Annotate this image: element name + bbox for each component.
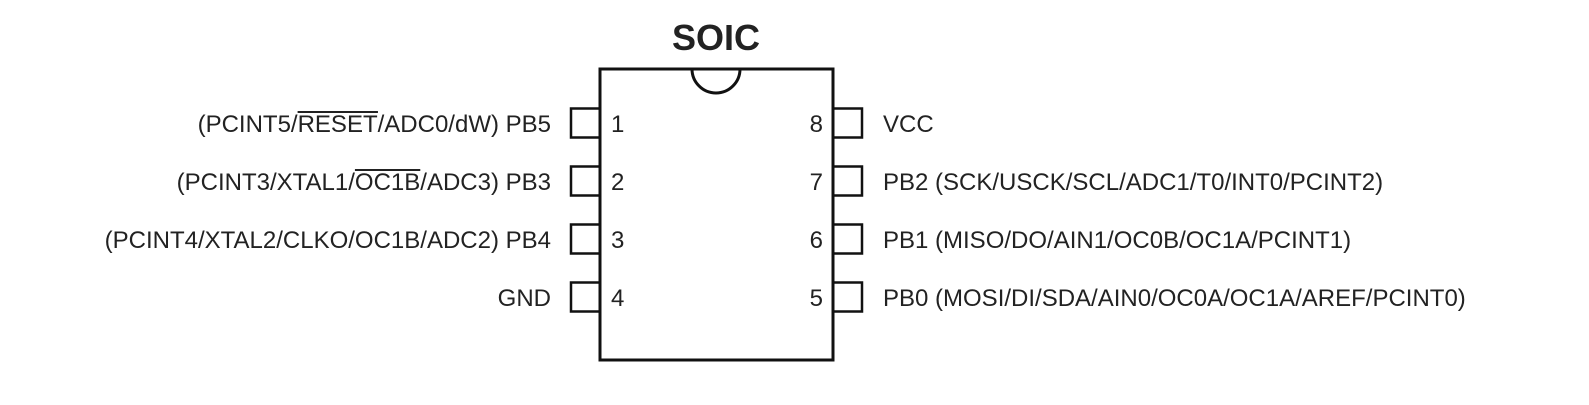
pin-7-lead [831, 165, 864, 197]
pin-4-number: 4 [611, 285, 624, 312]
pin-2-label-part: (PCINT3/XTAL1/ [177, 169, 356, 196]
pin-2-label-part: OC1B [355, 169, 420, 196]
pin-8-label: VCC [883, 111, 934, 138]
pin-2-label: (PCINT3/XTAL1/OC1B/ADC3) PB3 [177, 169, 551, 196]
chip-body [598, 67, 835, 362]
pin-2-number: 2 [611, 169, 624, 196]
pin-6-lead [831, 223, 864, 255]
pin-5-label: PB0 (MOSI/DI/SDA/AIN0/OC0A/OC1A/AREF/PCI… [883, 285, 1466, 312]
pin-3-label-part: (PCINT4/XTAL2/CLKO/OC1B/ADC2) PB4 [105, 227, 551, 254]
pin-6-label: PB1 (MISO/DO/AIN1/OC0B/OC1A/PCINT1) [883, 227, 1351, 254]
pin-1-lead [569, 107, 602, 139]
pin1-notch [690, 68, 742, 95]
pin-7-number: 7 [810, 169, 823, 196]
pin-5-number: 5 [810, 285, 823, 312]
pin-2-label-part: /ADC3) PB3 [420, 169, 551, 196]
pin-1-label: (PCINT5/RESET/ADC0/dW) PB5 [198, 111, 551, 138]
pin-5-label-part: PB0 (MOSI/DI/SDA/AIN0/OC0A/OC1A/AREF/PCI… [883, 285, 1466, 312]
pin-8-label-part: VCC [883, 111, 934, 138]
right-pin-group: 8 VCC 7 PB2 (SCK/USCK/SCL/ADC1/T0/INT0/PCIN… [810, 107, 1466, 313]
pin-7-label: PB2 (SCK/USCK/SCL/ADC1/T0/INT0/PCINT2) [883, 169, 1383, 196]
pin-3-number: 3 [611, 227, 624, 254]
pin-2-lead [569, 165, 602, 197]
pin-1-label-part: RESET [298, 111, 378, 138]
pin-1-label-part: (PCINT5/ [198, 111, 298, 138]
pin-3-label: (PCINT4/XTAL2/CLKO/OC1B/ADC2) PB4 [105, 227, 551, 254]
pin-1-number: 1 [611, 111, 624, 138]
pin-6-number: 6 [810, 227, 823, 254]
pin-6-label-part: PB1 (MISO/DO/AIN1/OC0B/OC1A/PCINT1) [883, 227, 1351, 254]
pin-4-label-part: GND [498, 285, 551, 312]
pin-8-lead [831, 107, 864, 139]
pin-3-lead [569, 223, 602, 255]
left-pin-group: 1 (PCINT5/RESET/ADC0/dW) PB5 2 (PCINT3/XTAL… [105, 107, 624, 313]
package-title: SOIC [672, 17, 760, 58]
pin-4-lead [569, 281, 602, 313]
pin-4-label: GND [498, 285, 551, 312]
pin-7-label-part: PB2 (SCK/USCK/SCL/ADC1/T0/INT0/PCINT2) [883, 169, 1383, 196]
pin-8-number: 8 [810, 111, 823, 138]
pin-1-label-part: /ADC0/dW) PB5 [378, 111, 551, 138]
pin-5-lead [831, 281, 864, 313]
